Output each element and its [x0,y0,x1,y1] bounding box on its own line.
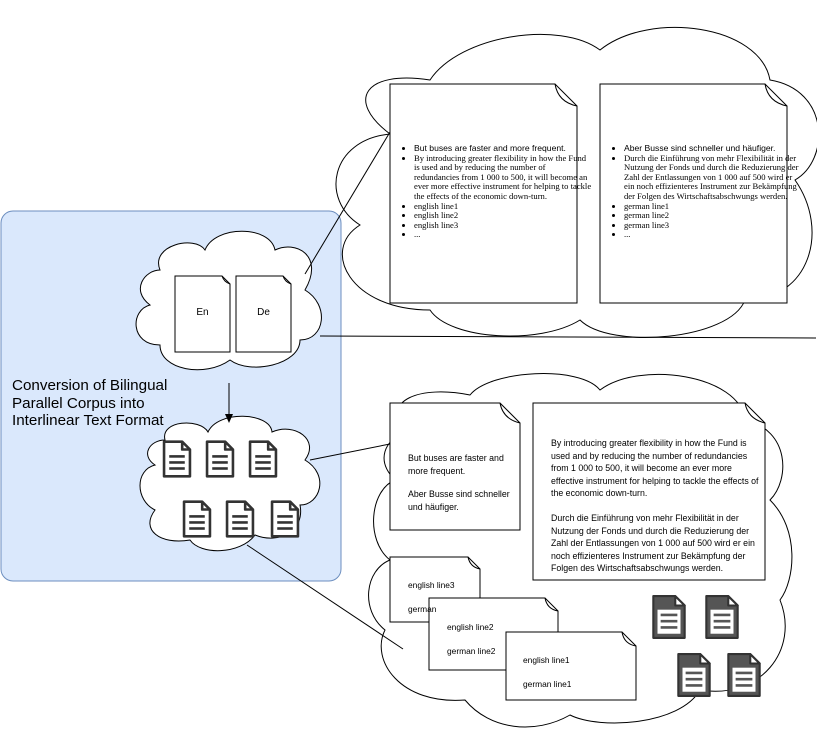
german-source-doc-shape [235,275,292,353]
pair5-doc-shape [505,631,637,701]
german-doc-item: german line2 [624,211,802,221]
file-text-icon [248,440,278,478]
pair3-english-text: english line3 [408,580,455,590]
pair2-english-text: By introducing greater flexibility in ho… [551,438,759,498]
english-source-label: En [196,307,209,318]
pair5-english-text: english line1 [523,655,570,665]
english-doc-item: english line3 [414,220,592,231]
pair1-german-text: Aber Busse sind schneller und häufiger. [408,489,510,512]
pair2-german-text: Durch die Einführung von mehr Flexibilit… [551,513,755,573]
german-doc-item: ... [624,230,802,240]
german-doc-item: Aber Busse sind schneller und häufiger. [624,143,802,154]
english-doc-item: ... [414,230,592,240]
pair4-english-text: english line2 [447,622,494,632]
pair5-german-text: german line1 [523,679,572,689]
german-source-label: De [257,307,270,318]
german-doc-shape [599,83,788,304]
file-text-icon [205,440,235,478]
file-text-icon [162,440,192,478]
file-text-icon [704,594,740,640]
english-doc-list: But buses are faster and more frequent. … [396,143,592,240]
pair3-german-text: german [408,604,437,614]
file-text-icon [676,652,712,698]
file-text-icon [651,594,687,640]
german-doc-item: german line1 [624,201,802,212]
pair1-doc-shape [389,402,521,531]
file-text-icon [225,500,255,538]
german-doc-list: Aber Busse sind schneller und häufiger. … [606,143,802,240]
english-doc-item: By introducing greater flexibility in ho… [414,153,592,202]
file-text-icon [726,652,762,698]
english-source-doc-shape [174,275,231,353]
file-text-icon [182,500,212,538]
pair1-english-text: But buses are faster and more frequent. [408,453,504,476]
english-doc-item: But buses are faster and more frequent. [414,143,592,154]
english-doc-shape [389,83,578,304]
english-doc-item: english line2 [414,211,592,221]
english-doc-item: english line1 [414,201,592,212]
pair4-german-text: german line2 [447,646,496,656]
region-title: Conversion of Bilingual Parallel Corpus … [12,377,168,429]
pair2-doc-shape [532,402,766,581]
german-doc-item: german line3 [624,220,802,231]
german-doc-item: Durch die Einführung von mehr Flexibilit… [624,153,802,202]
file-text-icon [270,500,300,538]
